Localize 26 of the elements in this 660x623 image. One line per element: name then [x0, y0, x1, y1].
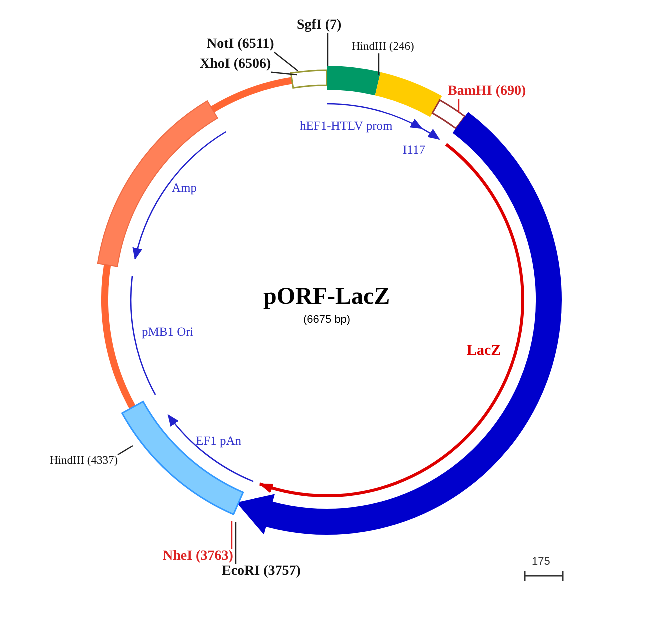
- leader-line: [118, 445, 134, 456]
- restriction-site-label: HindIII (4337): [50, 455, 118, 468]
- feature-label: LacZ: [467, 343, 502, 360]
- feature-label: EF1 pAn: [196, 435, 242, 449]
- leader-line: [458, 99, 460, 113]
- leader-line: [231, 521, 233, 549]
- leader-line: [235, 522, 237, 564]
- restriction-site-label: EcoRI (3757): [222, 564, 301, 580]
- restriction-site-label: XhoI (6506): [200, 57, 272, 72]
- feature-label: I117: [403, 144, 426, 158]
- restriction-site-label: SgfI (7): [297, 18, 342, 34]
- feature-label: hEF1-HTLV prom: [300, 120, 393, 134]
- restriction-site-label: BamHI (690): [448, 84, 526, 100]
- plasmid-name: pORF-LacZ: [264, 284, 390, 310]
- feature-label: pMB1 Ori: [142, 326, 194, 340]
- leader-line: [271, 72, 298, 76]
- polya-segment: [122, 401, 244, 516]
- leader-line: [378, 54, 380, 75]
- size-label: (6675 bp): [304, 314, 351, 326]
- scale-label: 175: [532, 556, 550, 568]
- restriction-site-label: NotI (6511): [207, 37, 274, 52]
- leader-line: [327, 33, 329, 66]
- restriction-site-label: HindIII (246): [352, 41, 414, 54]
- restriction-site-label: NheI (3763): [163, 549, 234, 564]
- leader-line: [274, 52, 298, 72]
- feature-label: Amp: [172, 182, 197, 196]
